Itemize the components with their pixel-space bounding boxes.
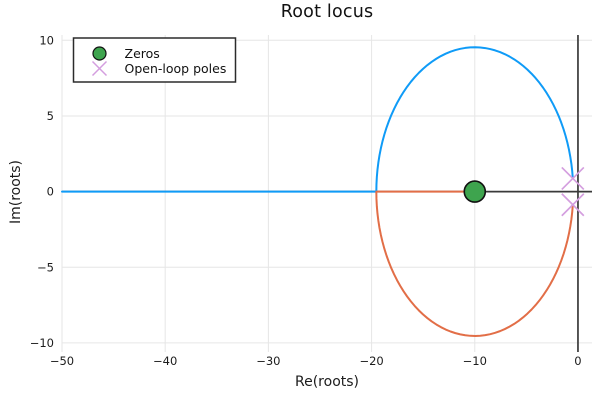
- pole-marker-x-icon: [561, 193, 585, 217]
- legend-label: Open-loop poles: [125, 61, 227, 76]
- x-tick-label: −20: [359, 354, 383, 368]
- locus-branch-lower: [375, 190, 574, 337]
- legend-zeros-marker-icon: [92, 46, 107, 61]
- locus-branch-upper: [61, 46, 574, 193]
- legend-poles-x-icon: [91, 60, 108, 77]
- x-tick-label: 0: [574, 354, 581, 368]
- x-axis-label: Re(roots): [295, 374, 359, 390]
- y-tick-label: −10: [30, 336, 54, 350]
- y-axis-label: Im(roots): [8, 159, 24, 225]
- y-tick-label: −5: [37, 260, 54, 274]
- y-tick-label: 5: [47, 109, 54, 123]
- x-tick-label: −40: [153, 354, 177, 368]
- y-tick-label: 0: [47, 185, 54, 199]
- x-tick-label: −50: [50, 354, 74, 368]
- y-tick-label: 10: [39, 33, 54, 47]
- legend-label: Zeros: [125, 46, 160, 61]
- chart-title: Root locus: [280, 2, 374, 22]
- zero-marker: [463, 180, 487, 203]
- x-tick-label: −30: [256, 354, 280, 368]
- x-tick-label: −10: [463, 354, 487, 368]
- pole-marker-x-icon: [561, 166, 585, 191]
